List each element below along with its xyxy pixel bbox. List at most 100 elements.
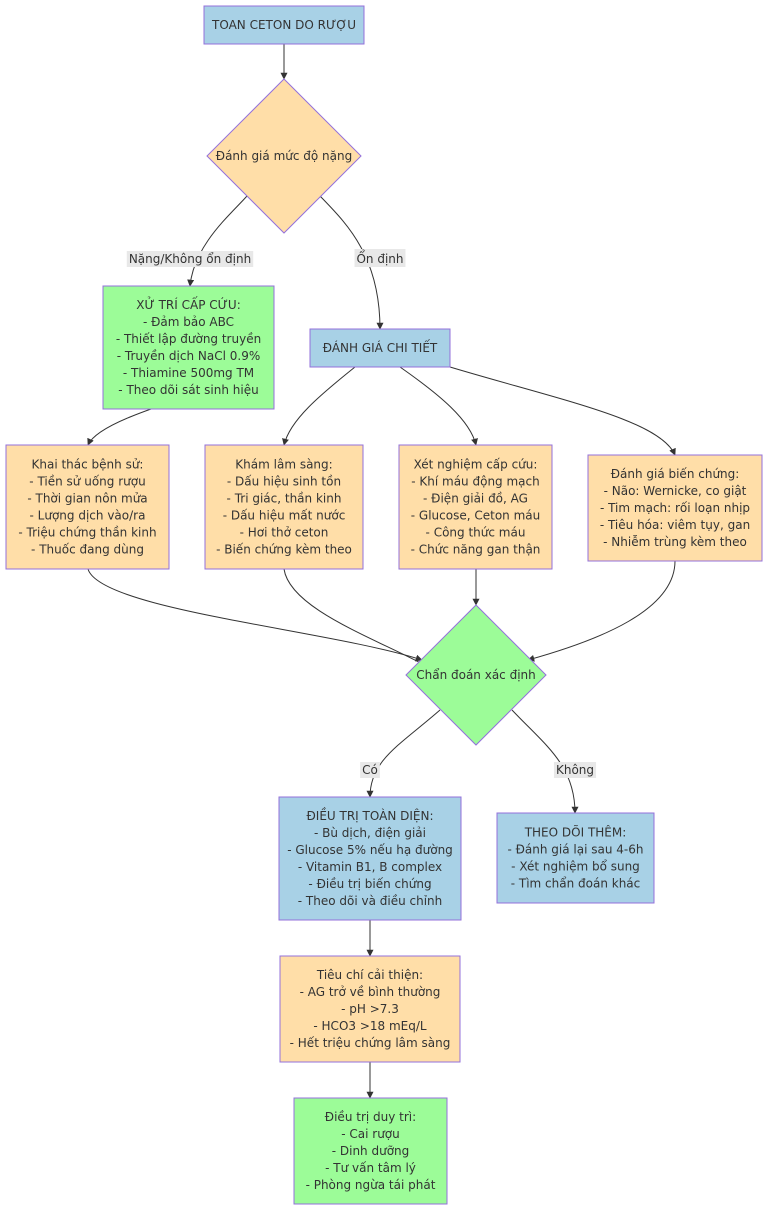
node-title: TOAN CETON DO RƯỢU xyxy=(203,5,365,45)
node-text-line: - Công thức máu xyxy=(426,526,526,540)
node-text-line: - Hết triệu chứng lâm sàng xyxy=(290,1036,451,1050)
node-box xyxy=(102,285,275,410)
node-text-line: - Nhiễm trùng kèm theo xyxy=(603,535,747,549)
node-text-line: THEO DÕI THÊM: xyxy=(524,825,627,840)
node-text-line: Đánh giá mức độ nặng xyxy=(216,149,352,163)
node-text-line: XỬ TRÍ CẤP CỨU: xyxy=(136,296,241,312)
node-box xyxy=(587,454,763,562)
node-text-line: Khám lâm sàng: xyxy=(235,458,332,472)
node-text-line: Điều trị duy trì: xyxy=(325,1110,416,1124)
edge-label-text: Có xyxy=(362,763,378,777)
node-box xyxy=(398,444,553,570)
edge-label-background xyxy=(553,762,597,778)
node-text-line: - Tim mạch: rối loạn nhịp xyxy=(600,501,750,515)
node-text-line: - Tìm chẩn đoán khác xyxy=(511,877,641,891)
node-box xyxy=(5,444,170,570)
node-text-line: ĐÁNH GIÁ CHI TIẾT xyxy=(323,339,438,355)
node-follow-up: THEO DÕI THÊM: - Đánh giá lại sau 4-6h - X… xyxy=(496,812,655,904)
node-text-line: - Phòng ngừa tái phát xyxy=(306,1178,436,1192)
node-text-line: - Glucose 5% nếu hạ đường xyxy=(287,843,453,857)
node-text-line: - Triệu chứng thần kinh xyxy=(18,526,156,540)
edge-assess-detailed xyxy=(319,195,384,330)
node-text-line: - Điều trị biến chứng xyxy=(308,877,431,891)
edge-label-background xyxy=(360,762,380,778)
node-text-line: Khai thác bệnh sử: xyxy=(32,458,144,472)
node-complications: Đánh giá biến chứng: - Não: Wernicke, co … xyxy=(587,454,763,562)
node-text-line: - Tiền sử uống rượu xyxy=(29,475,145,489)
node-text-line: - Chức năng gan thận xyxy=(411,543,541,557)
node-box xyxy=(203,5,365,45)
edges xyxy=(87,44,676,1099)
node-text-line: - Tiêu hóa: viêm tụy, gan xyxy=(600,518,750,532)
node-text-line: - Khí máu động mạch xyxy=(411,475,539,489)
node-box xyxy=(278,796,462,921)
node-text-line: - Tư vấn tâm lý xyxy=(325,1161,416,1175)
decision-diamond xyxy=(206,78,362,234)
edge-complications-diagnosis xyxy=(527,560,676,662)
node-text-line: - pH >7.3 xyxy=(341,1002,399,1016)
node-box xyxy=(204,444,364,570)
node-text-line: Đánh giá biến chứng: xyxy=(611,467,740,481)
node-text-line: Chẩn đoán xác định xyxy=(416,668,536,682)
node-text-line: - Dấu hiệu sinh tồn xyxy=(227,475,341,489)
edge-label-no: Không xyxy=(553,762,597,778)
node-text-line: - Dấu hiệu mất nước xyxy=(223,509,346,523)
node-text-line: - Bù dịch, điện giải xyxy=(314,826,426,840)
node-text-line: - Theo dõi và điều chỉnh xyxy=(298,894,443,908)
node-box xyxy=(279,955,461,1063)
node-text-line: - Thiết lập đường truyền xyxy=(116,332,261,346)
node-text-line: - Thời gian nôn mửa xyxy=(27,492,147,506)
node-text-line: - Điện giải đồ, AG xyxy=(423,492,528,506)
node-text-line: - Xét nghiệm bổ sung xyxy=(511,860,640,874)
node-diagnosis: Chẩn đoán xác định xyxy=(405,604,547,746)
edge-detailed-tests xyxy=(399,366,478,446)
edge-assess-emergency xyxy=(187,195,248,287)
edge-label-severe: Nặng/Không ổn định xyxy=(126,251,254,267)
node-text-line: - Biến chứng kèm theo xyxy=(216,543,352,557)
node-text-line: - Hơi thở ceton xyxy=(240,526,329,540)
node-text-line: ĐIỀU TRỊ TOÀN DIỆN: xyxy=(307,807,434,823)
node-text-line: Xét nghiệm cấp cứu: xyxy=(414,458,538,472)
edge-history-diagnosis xyxy=(87,568,423,662)
edge-label-yes: Có xyxy=(360,762,380,778)
node-clinical-exam: Khám lâm sàng:- Dấu hiệu sinh tồn- Tri g… xyxy=(204,444,364,570)
node-text-line: - Não: Wernicke, co giật xyxy=(604,484,747,498)
node-improvement: Tiêu chí cải thiện:- AG trở về bình thườ… xyxy=(279,955,461,1063)
node-text-line: - HCO3 >18 mEq/L xyxy=(313,1019,427,1033)
nodes: TOAN CETON DO RƯỢU Đánh giá mức độ nặngXỬ… xyxy=(5,5,763,1205)
node-text-line: - Lượng dịch vào/ra xyxy=(30,509,146,523)
node-urgent-tests: Xét nghiệm cấp cứu: - Khí máu động mạch - … xyxy=(398,444,553,570)
node-text-line: - Dinh dưỡng xyxy=(332,1144,410,1158)
edge-label-stable: Ổn định xyxy=(354,249,406,267)
node-box xyxy=(496,812,655,904)
edge-detailed-complications xyxy=(449,366,676,456)
edge-diagnosis-treatment xyxy=(366,709,441,798)
edge-label-background xyxy=(126,251,254,267)
node-assess-severity: Đánh giá mức độ nặng xyxy=(206,78,362,234)
node-box xyxy=(309,328,451,368)
node-history: Khai thác bệnh sử: - Tiền sử uống rượu - T… xyxy=(5,444,170,570)
node-box xyxy=(293,1097,448,1205)
edge-diagnosis-followup xyxy=(511,709,579,814)
edge-label-text: Ổn định xyxy=(356,250,403,266)
node-text-line: - Theo dõi sát sinh hiệu xyxy=(118,383,258,397)
edge-label-text: Không xyxy=(556,763,594,777)
node-emergency: XỬ TRÍ CẤP CỨU: - Đảm bảo ABC - Thiết lập … xyxy=(102,285,275,410)
node-text-line: - Đảm bảo ABC xyxy=(143,315,234,329)
node-text-line: - Glucose, Ceton máu xyxy=(411,509,540,523)
node-text-line: - AG trở về bình thường xyxy=(300,985,441,999)
node-maintenance: Điều trị duy trì: - Cai rượu - Dinh dưỡng -… xyxy=(293,1097,448,1205)
node-detailed-assessment: ĐÁNH GIÁ CHI TIẾT xyxy=(309,328,451,368)
node-treatment: ĐIỀU TRỊ TOÀN DIỆN: - Bù dịch, điện giải -… xyxy=(278,796,462,921)
node-text-line: - Vitamin B1, B complex xyxy=(298,860,442,874)
decision-diamond xyxy=(405,604,547,746)
edge-detailed-clinical xyxy=(282,366,356,446)
edge-label-text: Nặng/Không ổn định xyxy=(129,252,251,266)
edge-label-background xyxy=(354,249,406,267)
node-text-line: - Đánh giá lại sau 4-6h xyxy=(507,843,643,857)
node-text-line: - Cai rượu xyxy=(341,1127,400,1141)
edge-clinical-diagnosis xyxy=(283,568,431,669)
node-text-line: TOAN CETON DO RƯỢU xyxy=(211,18,356,32)
